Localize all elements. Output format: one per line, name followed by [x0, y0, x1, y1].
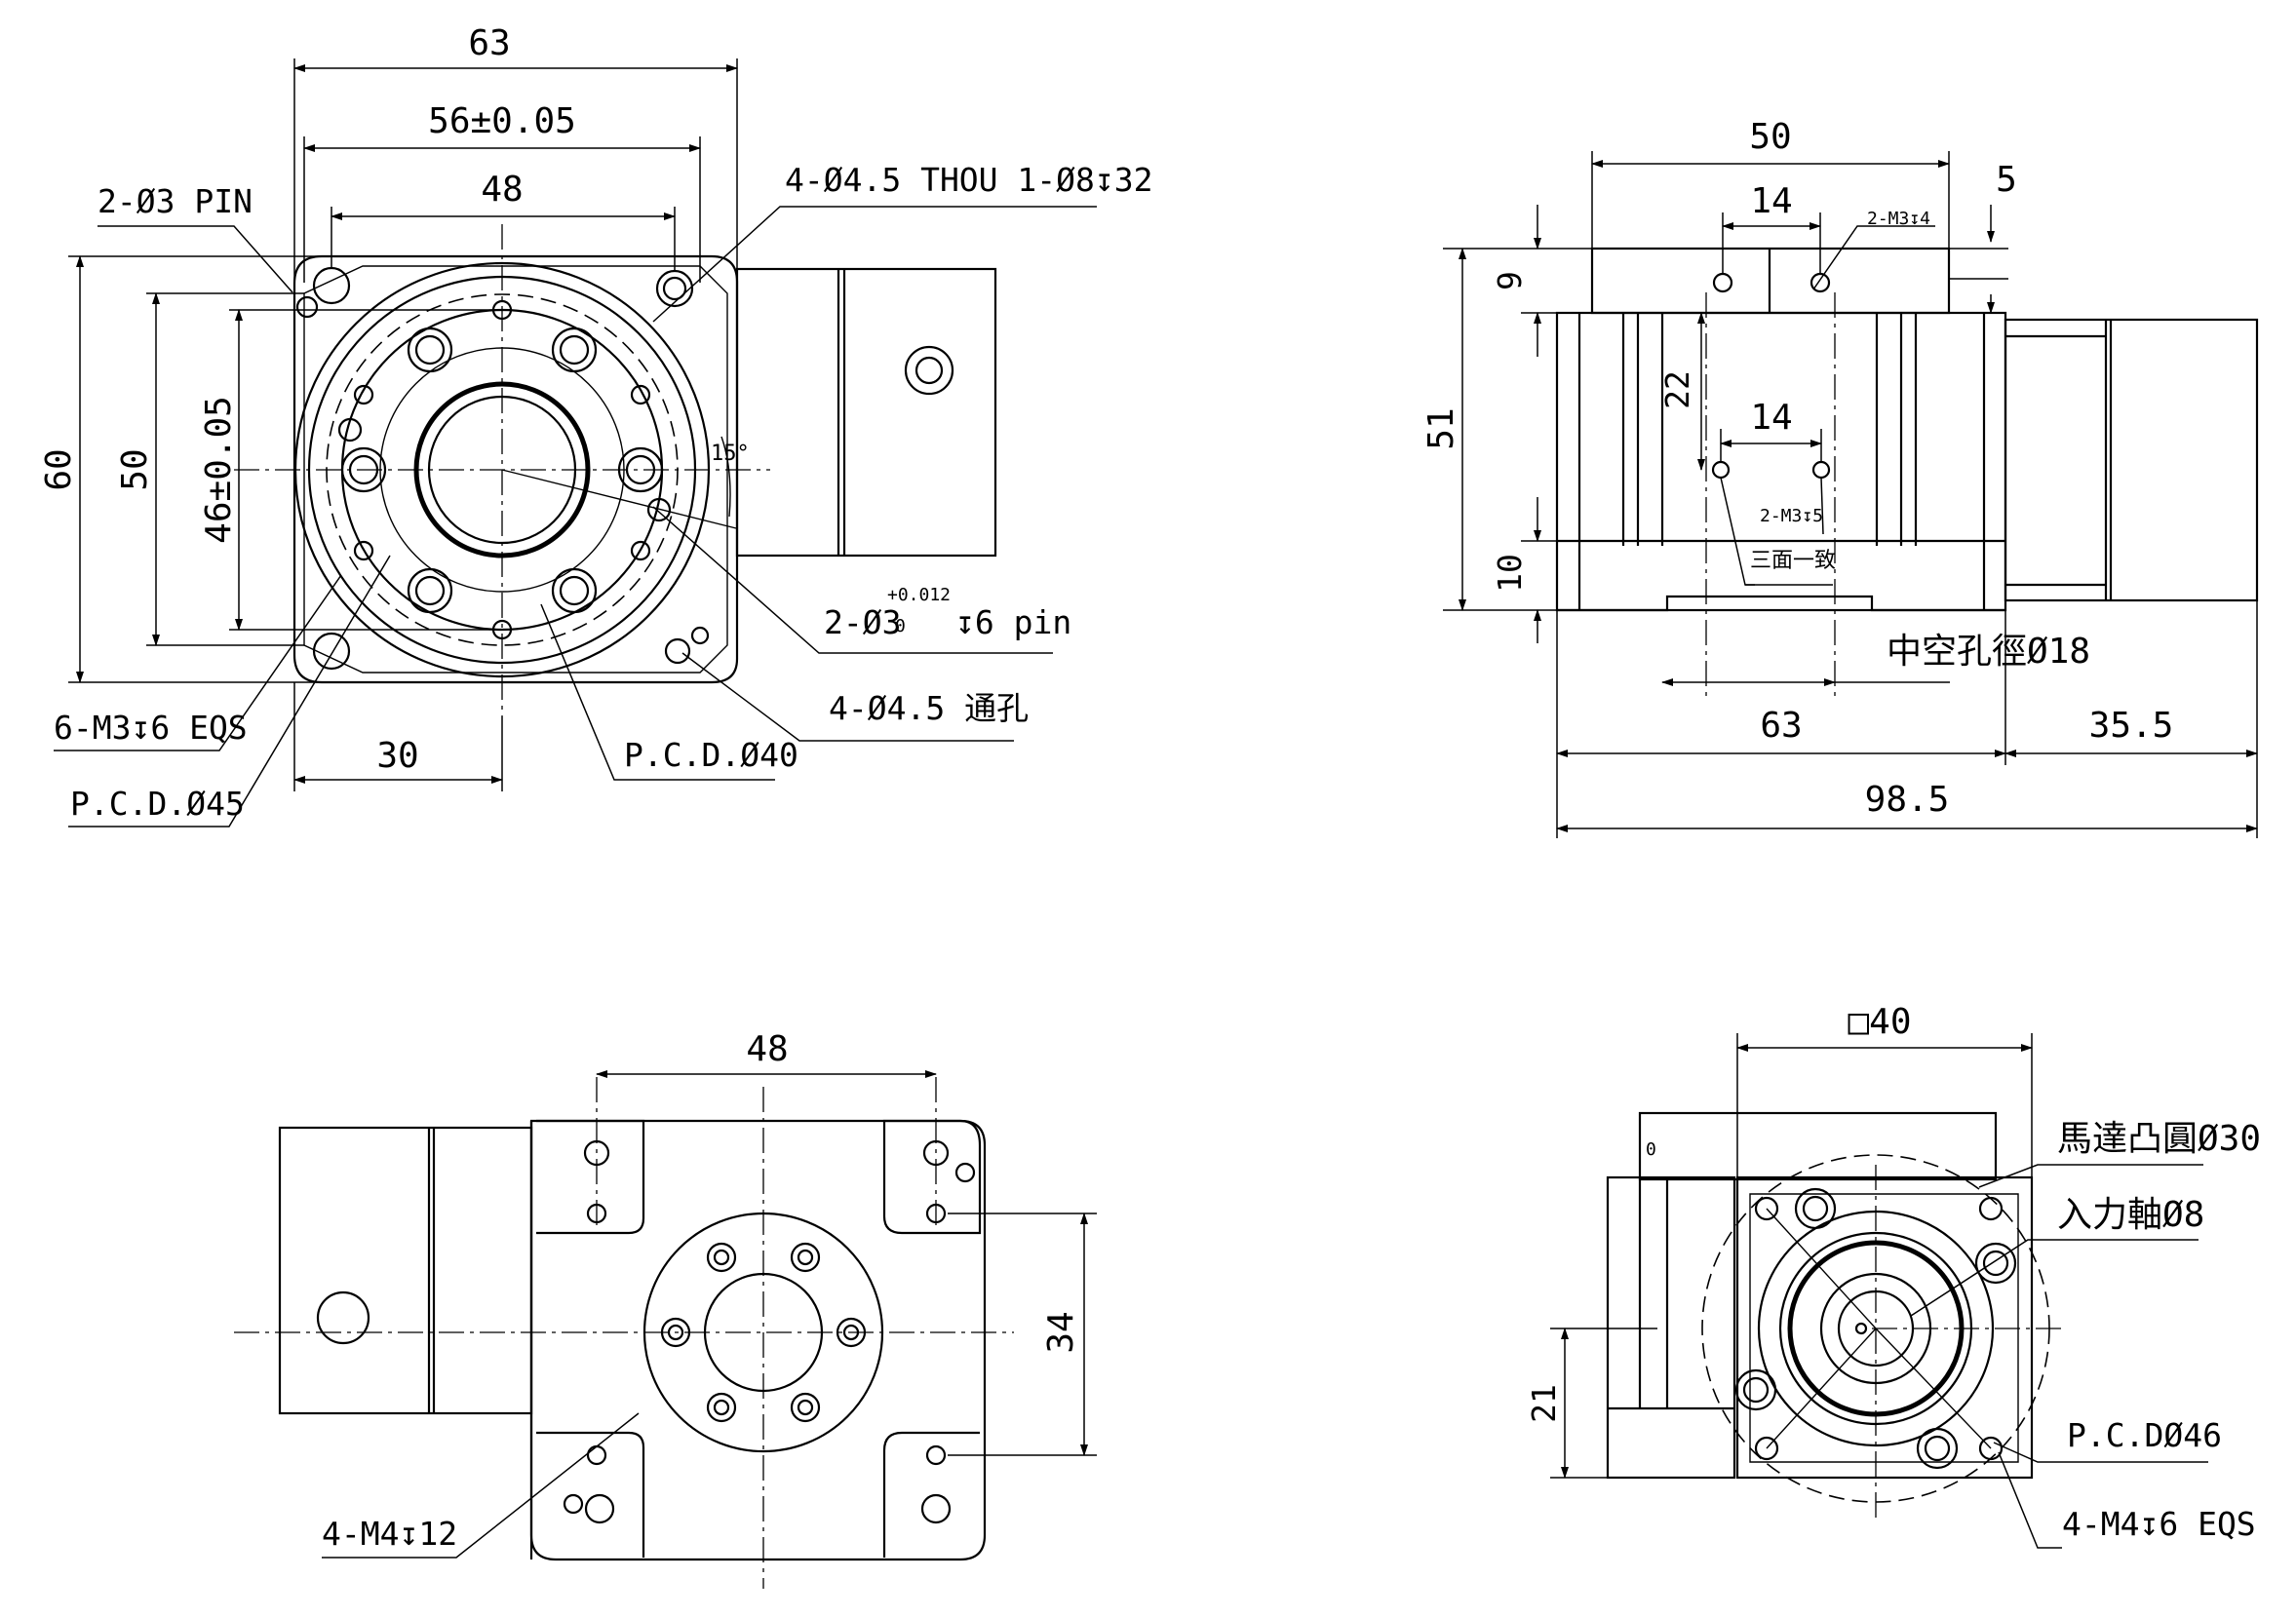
dim-56-tol: 56±0.05 [428, 101, 576, 141]
callout-m3-mid: 2-M3↧5 [1760, 506, 1823, 526]
view-motor-end: □40 21 0 馬達凸圓Ø30 入力軸Ø8 P.C.DØ46 4-M4↧6 E… [1525, 1002, 2261, 1549]
callout-m3-top: 2-M3↧4 [1867, 209, 1930, 229]
callout-thru: 4-Ø4.5 THOU 1-Ø8↧32 [785, 161, 1153, 199]
note-hollow-bore: 中空孔徑Ø18 [1887, 632, 2090, 672]
dim-side-10: 10 [1491, 554, 1529, 593]
callout-through-hole: 4-Ø4.5 通孔 [829, 689, 1029, 727]
dim-48: 48 [481, 170, 523, 210]
callout-dowel-depth: ↧6 pin [955, 603, 1071, 641]
callout-pcd40: P.C.D.Ø40 [624, 736, 798, 774]
dim-bottom-48: 48 [746, 1029, 788, 1069]
screw-plug-icon [904, 345, 954, 396]
callout-pin: 2-Ø3 PIN [97, 182, 253, 220]
dim-side-35-5: 35.5 [2089, 706, 2174, 746]
dim-side-51: 51 [1421, 407, 1461, 449]
dim-bottom-34: 34 [1041, 1311, 1081, 1353]
callout-dowel-tol-upper: +0.012 [887, 585, 951, 605]
callout-motor-boss: 馬達凸圓Ø30 [2057, 1119, 2261, 1159]
dim-side-14-top: 14 [1750, 181, 1792, 221]
view-bottom: 48 34 4-M4↧12 [234, 1029, 1097, 1589]
dim-side-63: 63 [1760, 706, 1802, 746]
dim-motor-21: 21 [1525, 1384, 1563, 1423]
dim-63: 63 [468, 23, 510, 63]
callout-pcd45: P.C.D.Ø45 [70, 785, 245, 823]
callout-dowel: 2-Ø3 [824, 603, 901, 641]
view-front-flange: 63 56±0.05 48 30 60 50 46±0.05 15° 2-Ø3 … [39, 23, 1153, 828]
dim-side-9: 9 [1491, 271, 1529, 290]
callout-tapped-6m3: 6-M3↧6 EQS [54, 709, 248, 747]
dim-side-14-mid: 14 [1750, 398, 1792, 438]
dim-30: 30 [376, 736, 418, 776]
callout-pcd46: P.C.DØ46 [2067, 1416, 2222, 1454]
dim-46-tol: 46±0.05 [199, 396, 239, 544]
callout-bottom-tapped: 4-M4↧12 [322, 1515, 457, 1553]
dim-50: 50 [115, 448, 155, 490]
dim-side-98-5: 98.5 [1865, 780, 1950, 820]
callout-motor-tapped: 4-M4↧6 EQS [2062, 1505, 2256, 1543]
dim-side-22: 22 [1658, 370, 1696, 409]
angle-15: 15° [711, 442, 750, 466]
dim-60: 60 [39, 448, 79, 490]
dim-motor-square: □40 [1848, 1002, 1911, 1042]
bottom-plug-icon [316, 1290, 370, 1345]
callout-dowel-tol-lower: 0 [895, 616, 906, 636]
callout-input-shaft: 入力軸Ø8 [2057, 1195, 2204, 1235]
note-three-faces: 三面一致 [1750, 549, 1836, 573]
view-side: 50 14 5 9 22 14 51 10 63 35.5 98.5 2-M3↧… [1421, 117, 2259, 838]
dim-side-5: 5 [1996, 160, 2017, 200]
dim-side-50: 50 [1749, 117, 1791, 157]
small-mark: 0 [1646, 1139, 1656, 1160]
